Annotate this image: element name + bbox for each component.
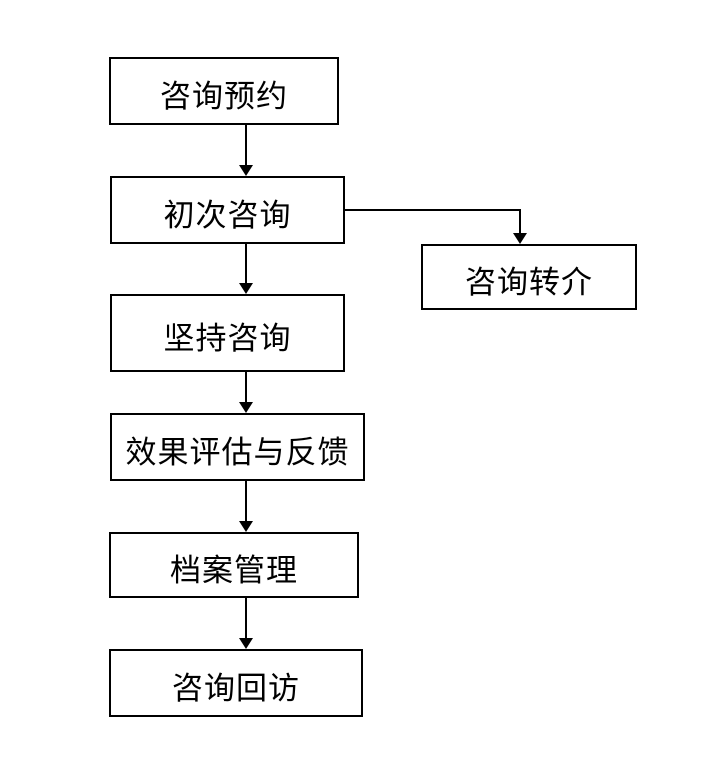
flow-node-initial-consultation: 初次咨询 bbox=[110, 176, 345, 244]
flow-node-label: 咨询转介 bbox=[465, 264, 593, 300]
arrowhead-archive-to-followup bbox=[239, 638, 253, 649]
flow-node-label: 初次咨询 bbox=[163, 197, 292, 233]
flow-node-label: 坚持咨询 bbox=[163, 320, 292, 356]
edge-initial-to-referral bbox=[345, 209, 521, 234]
arrowhead-appointment-to-initial bbox=[239, 165, 253, 176]
arrowhead-continued-to-evaluation bbox=[239, 402, 253, 413]
flow-node-label: 档案管理 bbox=[170, 552, 298, 588]
flow-node-consultation-referral: 咨询转介 bbox=[421, 244, 637, 310]
flow-node-label: 效果评估与反馈 bbox=[125, 434, 350, 470]
arrowhead-initial-to-continued bbox=[239, 283, 253, 294]
flow-node-consultation-appointment: 咨询预约 bbox=[109, 57, 339, 125]
arrowhead-initial-to-referral bbox=[513, 233, 527, 244]
flow-node-label: 咨询预约 bbox=[160, 78, 288, 114]
flow-node-effect-evaluation-feedback: 效果评估与反馈 bbox=[110, 413, 365, 481]
flow-node-archive-management: 档案管理 bbox=[109, 532, 359, 598]
flow-node-continued-consultation: 坚持咨询 bbox=[110, 294, 345, 372]
flow-node-label: 咨询回访 bbox=[172, 670, 300, 706]
arrowhead-evaluation-to-archive bbox=[239, 521, 253, 532]
flow-node-consultation-follow-up: 咨询回访 bbox=[109, 649, 363, 717]
